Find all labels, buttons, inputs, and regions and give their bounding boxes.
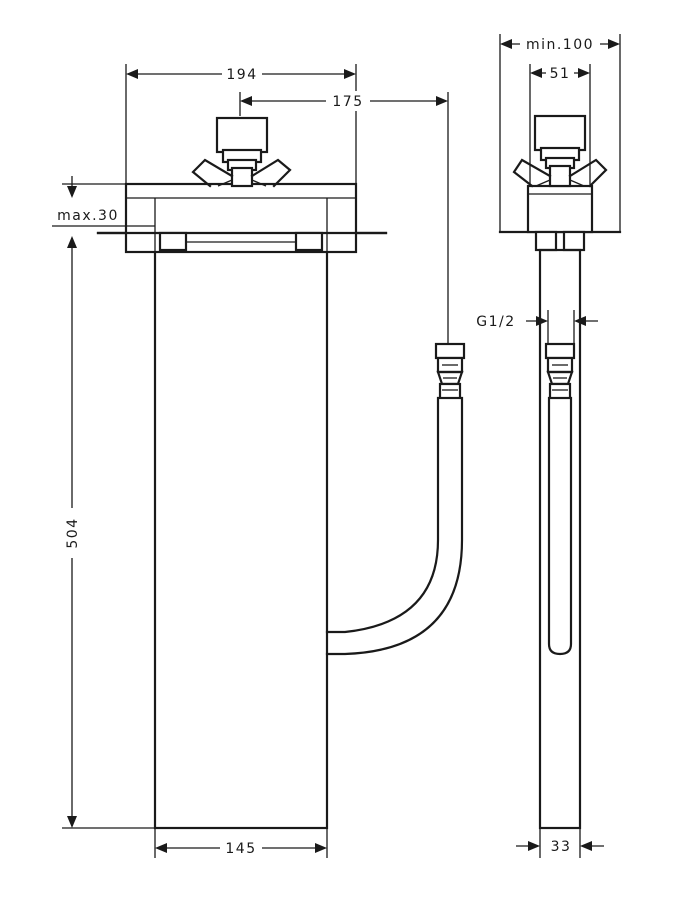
dim-max30: max.30 — [52, 176, 155, 227]
side-hose — [547, 396, 573, 656]
dim-51-label: 51 — [550, 66, 571, 82]
dim-194: 194 — [125, 64, 357, 184]
front-view: 194 175 max.30 504 — [52, 64, 466, 858]
side-top-housing — [526, 184, 594, 234]
dim-145: 145 — [154, 828, 328, 858]
dim-194-label: 194 — [226, 67, 257, 83]
dim-504-label: 504 — [65, 517, 81, 548]
dim-min100: min.100 — [499, 34, 621, 232]
front-body — [153, 234, 329, 830]
dim-33: 33 — [516, 828, 604, 858]
front-tab-right — [294, 231, 324, 252]
side-fitting — [544, 342, 576, 400]
side-body — [538, 248, 582, 830]
dim-145-label: 145 — [225, 841, 256, 857]
dim-175: 175 — [239, 91, 449, 344]
dim-51: 51 — [529, 63, 591, 186]
front-hose — [325, 342, 466, 656]
dim-175-label: 175 — [332, 94, 363, 110]
side-view: min.100 51 G1/2 — [476, 34, 622, 858]
dim-33-label: 33 — [551, 839, 572, 855]
dim-g12: G1/2 — [476, 310, 598, 344]
dim-g12-label: G1/2 — [476, 314, 515, 330]
front-valve-head — [191, 116, 292, 188]
dim-504: 504 — [62, 236, 155, 829]
front-tab-left — [158, 231, 188, 252]
dim-max30-label: max.30 — [57, 208, 119, 224]
side-valve-head — [512, 114, 608, 188]
dim-min100-label: min.100 — [526, 37, 594, 53]
